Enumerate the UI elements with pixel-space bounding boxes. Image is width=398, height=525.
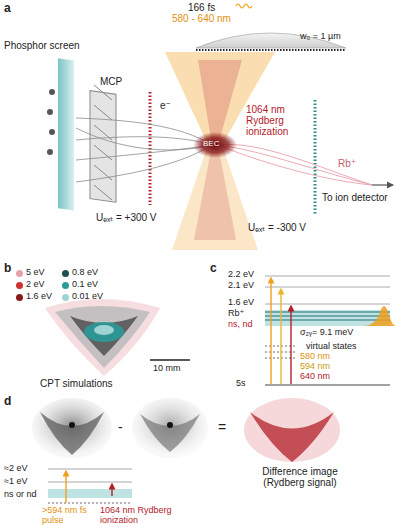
ionization-label: 1064 nm Rydberg ionization — [100, 506, 190, 525]
legend-text: 2 eV — [26, 280, 45, 290]
ion-level-label: Rb⁺ — [228, 309, 244, 319]
energy-label: 2.1 eV — [228, 281, 254, 291]
mcp-label: MCP — [100, 76, 122, 87]
ionization-label: 1064 nm Rydberg ionization — [246, 104, 308, 137]
energy-label: 1.6 eV — [228, 298, 254, 308]
wavelength-label: 580 nm — [300, 352, 330, 362]
wavelength-label: 594 nm — [300, 362, 330, 372]
legend-swatch — [62, 294, 69, 301]
energy-label: ≈2 eV — [4, 464, 27, 474]
ground-label: 5s — [236, 379, 246, 389]
rydberg-label: ns, nd — [228, 320, 253, 330]
operator: - — [118, 420, 123, 435]
legend-text: 1.6 eV — [26, 292, 52, 302]
wavelength-range: 580 - 640 nm — [172, 13, 231, 24]
caption-label: CPT simulations — [40, 378, 113, 389]
legend-swatch — [16, 294, 23, 301]
scale-label: 10 mm — [153, 364, 181, 374]
legend-text: 0.1 eV — [72, 280, 98, 290]
legend-text: 0.8 eV — [72, 268, 98, 278]
panel-letter: a — [4, 2, 11, 15]
legend-swatch — [62, 270, 69, 277]
virtual-label: virtual states — [306, 342, 357, 352]
legend-swatch — [62, 282, 69, 289]
panel-letter: b — [4, 262, 11, 275]
rydberg-label: ns or nd — [4, 490, 37, 500]
screen-label: Phosphor screen — [4, 40, 80, 51]
energy-label: ≈1 eV — [4, 477, 27, 487]
beam-waist: w₀ = 1 µm — [300, 32, 341, 42]
electron-label: e⁻ — [160, 100, 171, 111]
legend-swatch — [16, 270, 23, 277]
operator: = — [218, 420, 226, 435]
panel-letter: d — [4, 395, 11, 408]
voltage-label: Uₑₓₜ = +300 V — [96, 212, 157, 223]
detector-label: To ion detector — [322, 192, 388, 203]
pulse-duration: 166 fs — [188, 2, 215, 13]
legend-text: 5 eV — [26, 268, 45, 278]
voltage-label: Uₑₓₜ = -300 V — [248, 222, 306, 233]
width-label: σ₂ᵧ= 9.1 meV — [300, 328, 353, 338]
panel-letter: c — [210, 262, 217, 275]
energy-label: 2.2 eV — [228, 270, 254, 280]
ion-label: Rb⁺ — [338, 158, 356, 169]
bec-label: BEC — [203, 140, 219, 149]
wavelength-label: 640 nm — [300, 372, 330, 382]
legend-text: 0.01 eV — [72, 292, 103, 302]
pulse-label: >594 nm fs pulse — [42, 506, 94, 525]
caption-label: Difference image (Rydberg signal) — [250, 466, 350, 488]
legend-swatch — [16, 282, 23, 289]
